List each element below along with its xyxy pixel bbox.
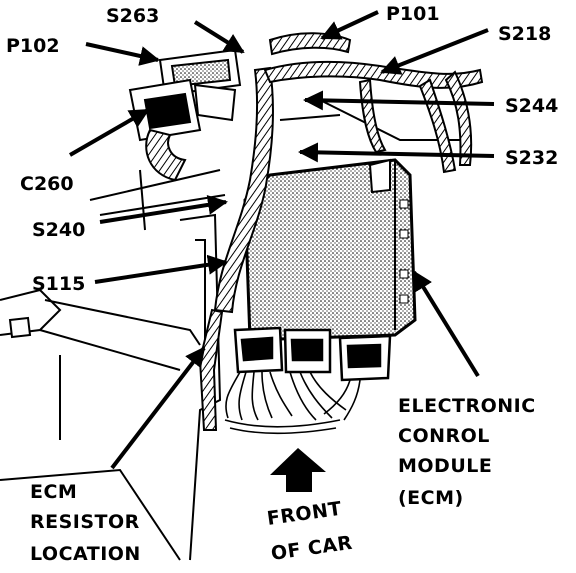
label-module-line2: CONROL: [398, 425, 490, 447]
ecm-module: [243, 158, 417, 342]
arrow-c260: [69, 108, 150, 157]
label-module-line1: ELECTRONIC: [398, 395, 536, 417]
front-of-car-arrow: [270, 448, 326, 492]
arrow-s244: [303, 90, 495, 111]
label-ecm-resistor-line1: ECM: [30, 481, 77, 503]
label-s263: S263: [106, 5, 159, 27]
label-c260: C260: [20, 173, 74, 195]
arrow-s218: [380, 28, 489, 75]
arrow-ecm-resistor: [110, 346, 206, 470]
label-s115: S115: [32, 273, 85, 295]
label-p101: P101: [386, 3, 440, 25]
label-front-line1: FRONT: [266, 498, 343, 530]
ecm-connectors: [233, 326, 392, 382]
arrow-s263: [193, 20, 245, 54]
label-s232: S232: [505, 147, 558, 169]
labels: S263 P101 P102 S218 S244 C260 S232 S240 …: [6, 3, 558, 565]
label-p102: P102: [6, 35, 60, 57]
arrow-p101: [320, 10, 379, 40]
wiring-harness: [198, 32, 484, 431]
body-structure: [0, 99, 470, 561]
label-ecm-resistor-line2: RESISTOR: [30, 511, 140, 533]
label-s240: S240: [32, 219, 85, 241]
arrow-ecm-module: [412, 270, 480, 378]
firewall-connectors: [128, 48, 242, 182]
label-module-line4: (ECM): [398, 487, 464, 509]
label-front-line2: OF CAR: [270, 532, 354, 565]
arrow-s240: [99, 194, 228, 224]
arrow-s232: [298, 142, 495, 163]
leader-arrows: [69, 10, 495, 470]
arrow-s115: [94, 254, 228, 284]
label-s244: S244: [505, 95, 558, 117]
label-ecm-resistor-line3: LOCATION: [30, 543, 141, 565]
label-module-line3: MODULE: [398, 455, 492, 477]
label-s218: S218: [498, 23, 551, 45]
wire-bundle-lower: [224, 371, 361, 435]
arrow-p102: [85, 42, 160, 66]
